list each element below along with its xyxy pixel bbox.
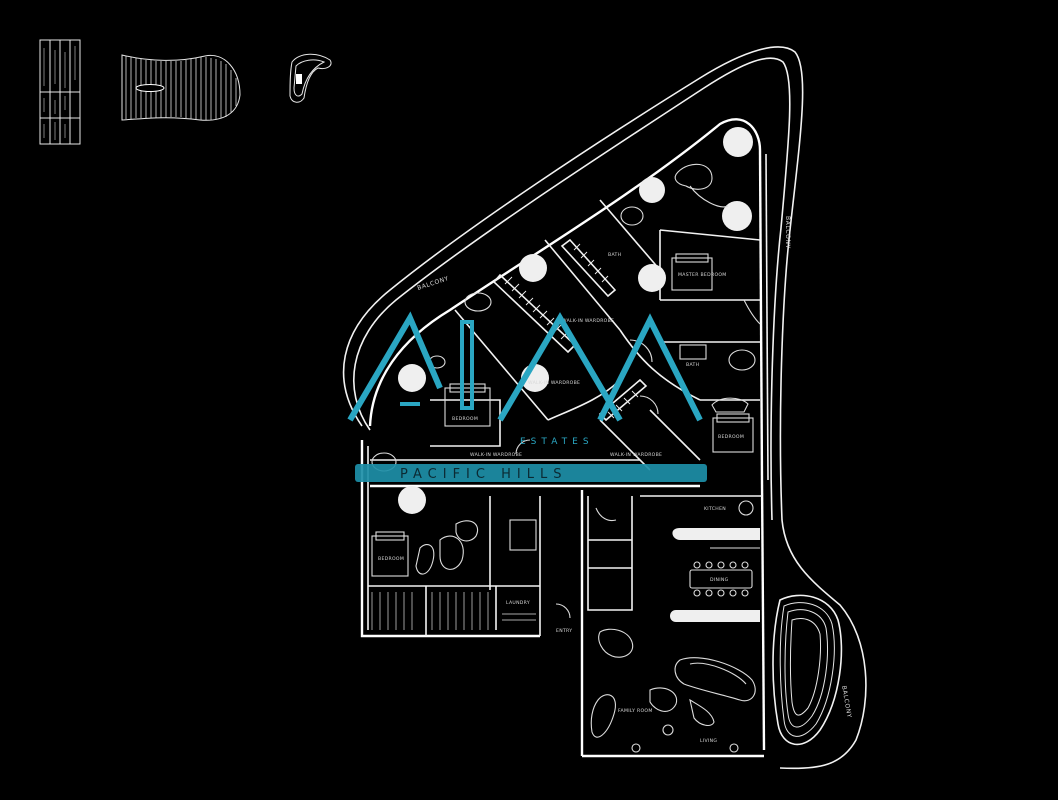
label-bedroom-1: BEDROOM (452, 416, 478, 422)
building-elevation-thumbnail (121, 54, 241, 121)
wardrobe-racks (492, 238, 648, 422)
watermark-logo: ESTATES PACIFIC HILLS (347, 311, 707, 482)
lounge-chairs (415, 163, 749, 575)
beds (371, 253, 754, 577)
label-dining: DINING (710, 577, 729, 583)
label-walk-in-wardrobe-4: WALK-IN WARDROBE (470, 452, 522, 458)
label-bedroom-2: BEDROOM (718, 434, 744, 440)
living-furniture (590, 628, 756, 753)
label-walk-in-wardrobe-2: WALK-IN WARDROBE (562, 318, 614, 324)
label-balcony-north: BALCONY (416, 275, 449, 292)
label-balcony-south: BALCONY (840, 685, 853, 719)
label-bath-1: BATH (608, 252, 621, 258)
label-master-bedroom: MASTER BEDROOM (678, 272, 727, 278)
closets (371, 592, 536, 630)
label-bath-2: BATH (686, 362, 699, 368)
key-plan-thumbnail (289, 53, 332, 103)
label-entry: ENTRY (556, 628, 572, 634)
label-kitchen: KITCHEN (704, 506, 726, 512)
balcony-outline (342, 46, 867, 770)
logo-band (355, 464, 707, 482)
interior-walls (360, 118, 769, 758)
label-walk-in-wardrobe-3: WALK-IN WARDROBE (610, 452, 662, 458)
label-living: LIVING (700, 738, 717, 744)
label-walk-in-wardrobe-1: WALK-IN WARDROBE (528, 380, 580, 386)
label-bedroom-3: BEDROOM (378, 556, 404, 562)
kitchen-dining (670, 500, 760, 622)
label-laundry: LAUNDRY (506, 600, 530, 606)
label-family-room: FAMILY ROOM (618, 708, 653, 714)
legend-table (39, 39, 81, 145)
balcony-pool (772, 594, 843, 746)
doors (515, 299, 761, 619)
logo-line1: ESTATES (520, 437, 594, 447)
label-balcony-east: BALCONY (784, 216, 791, 249)
logo-line2: PACIFIC HILLS (400, 467, 567, 482)
